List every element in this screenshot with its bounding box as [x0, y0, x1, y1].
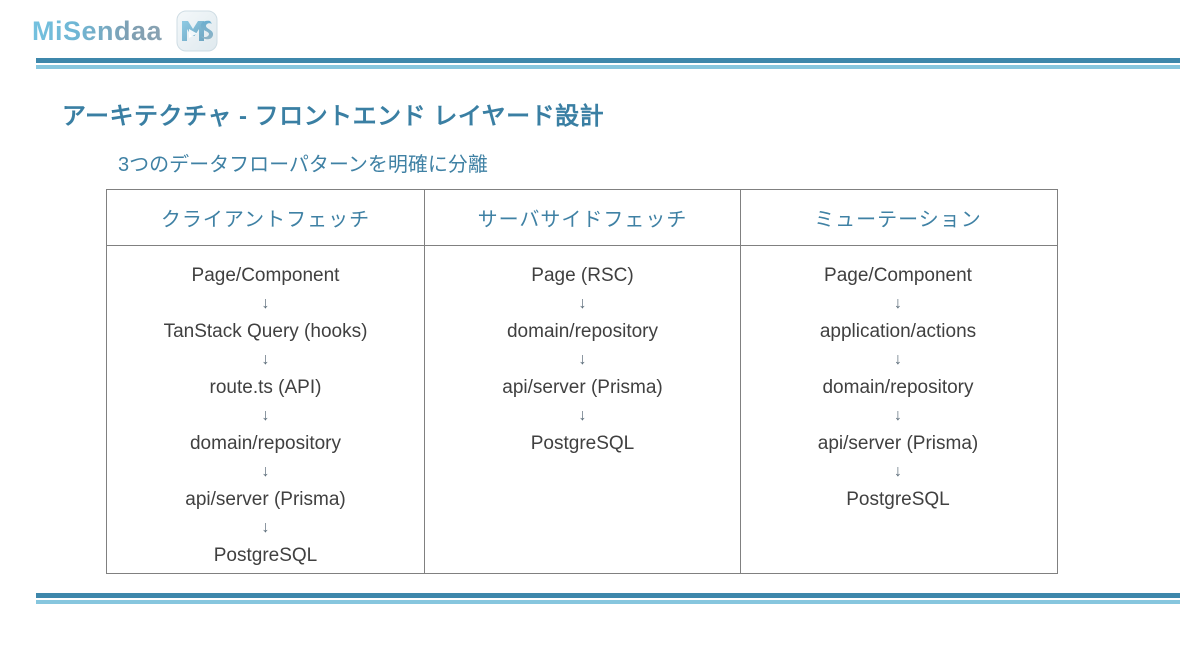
flow-arrow-icon: ↓ [261, 295, 270, 312]
divider-gap [36, 598, 1180, 600]
ms-play-logo-icon [176, 10, 218, 52]
flow-node: domain/repository [822, 377, 974, 398]
flow-column-server-fetch: Page (RSC) ↓ domain/repository ↓ api/ser… [424, 246, 741, 573]
flow-node: domain/repository [189, 433, 342, 454]
footer-divider-bottom [36, 593, 1180, 604]
data-flow-table: クライアントフェッチ サーバサイドフェッチ ミューテーション Page/Comp… [106, 189, 1058, 574]
table-header-row: クライアントフェッチ サーバサイドフェッチ ミューテーション [107, 190, 1057, 246]
table-header-server-fetch: サーバサイドフェッチ [424, 190, 741, 245]
divider-thick-bar [36, 593, 1180, 598]
flow-arrow-icon: ↓ [894, 463, 902, 480]
flow-node: Page (RSC) [531, 265, 634, 286]
flow-node: api/server (Prisma) [502, 377, 663, 398]
table-header-mutation: ミューテーション [814, 209, 982, 231]
flow-node: PostgreSQL [213, 545, 318, 566]
flow-column-client-fetch: Page/Component ↓ TanStack Query (hooks) … [107, 246, 424, 573]
flow-arrow-icon: ↓ [578, 351, 587, 368]
divider-thick-bar [36, 58, 1180, 63]
flow-node: TanStack Query (hooks) [163, 321, 368, 342]
flow-arrow-icon: ↓ [578, 407, 587, 424]
flow-arrow-icon: ↓ [894, 407, 902, 424]
flow-node: api/server (Prisma) [817, 433, 979, 454]
table-body-row: Page/Component ↓ TanStack Query (hooks) … [107, 246, 1057, 573]
flow-arrow-icon: ↓ [261, 351, 270, 368]
page-subtitle: 3つのデータフローパターンを明確に分離 [118, 154, 488, 176]
flow-node: application/actions [819, 321, 977, 342]
flow-column-mutation: Page/Component ↓ application/actions ↓ d… [741, 246, 1055, 573]
flow-arrow-icon: ↓ [894, 295, 902, 312]
brand-header: MiSendaa [32, 8, 218, 54]
table-header-client-fetch: クライアントフェッチ [160, 209, 371, 231]
flow-node: domain/repository [506, 321, 659, 342]
flow-arrow-icon: ↓ [261, 407, 270, 424]
flow-node: route.ts (API) [209, 377, 322, 398]
divider-thin-bar [36, 600, 1180, 604]
flow-arrow-icon: ↓ [261, 463, 270, 480]
flow-arrow-icon: ↓ [894, 351, 902, 368]
divider-gap [36, 63, 1180, 65]
flow-node: Page/Component [824, 265, 972, 286]
flow-node: PostgreSQL [530, 433, 635, 454]
divider-thin-bar [36, 65, 1180, 69]
page-title: アーキテクチャ - フロントエンド レイヤード設計 [62, 103, 605, 130]
flow-node: PostgreSQL [846, 489, 950, 510]
flow-arrow-icon: ↓ [261, 519, 270, 536]
flow-node: Page/Component [191, 265, 340, 286]
flow-node: api/server (Prisma) [185, 489, 346, 510]
brand-wordmark: MiSendaa [32, 15, 163, 46]
flow-arrow-icon: ↓ [578, 295, 587, 312]
header-divider-top [36, 58, 1180, 69]
